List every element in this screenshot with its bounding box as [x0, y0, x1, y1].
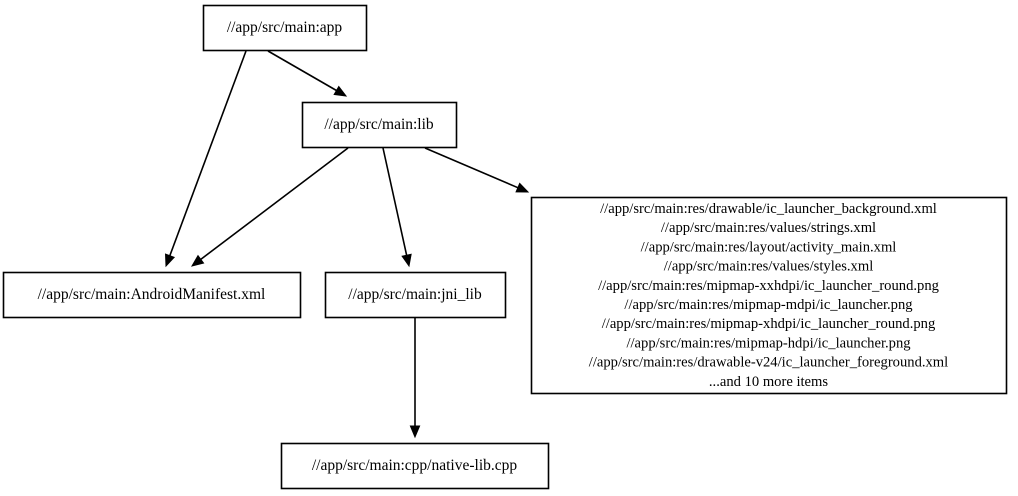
graph-node-manifest[interactable]: //app/src/main:AndroidManifest.xml — [2, 271, 302, 319]
graph-node-resource-line: //app/src/main:res/mipmap-mdpi/ic_launch… — [624, 297, 913, 313]
graph-node-jni_lib[interactable]: //app/src/main:jni_lib — [324, 271, 507, 319]
graph-node-resource-line: //app/src/main:res/values/styles.xml — [664, 259, 874, 275]
graph-edge-lib-to-resources — [424, 147, 530, 193]
graph-node-resource-line: ...and 10 more items — [709, 374, 828, 390]
graph-edge-jni_lib-to-native_lib — [409, 318, 421, 439]
graph-node-resource-line: //app/src/main:res/drawable-v24/ic_launc… — [589, 355, 948, 371]
graph-node-label: //app/src/main:cpp/native-lib.cpp — [312, 457, 518, 474]
graph-node-label: //app/src/main:app — [227, 19, 343, 36]
edges-layer — [164, 50, 530, 439]
graph-node-lib[interactable]: //app/src/main:lib — [301, 101, 458, 149]
graph-edge-lib-to-jni_lib — [382, 147, 412, 268]
graph-node-resource-line: //app/src/main:res/values/strings.xml — [661, 220, 876, 236]
graph-node-label: //app/src/main:jni_lib — [348, 286, 482, 303]
graph-node-resources[interactable]: //app/src/main:res/drawable/ic_launcher_… — [530, 196, 1008, 395]
graph-node-resource-line: //app/src/main:res/mipmap-xxhdpi/ic_laun… — [598, 278, 940, 294]
graph-node-app[interactable]: //app/src/main:app — [202, 4, 368, 52]
graph-node-label: //app/src/main:lib — [324, 116, 434, 133]
graph-edge-lib-to-manifest — [190, 147, 349, 267]
graph-node-resource-line: //app/src/main:res/drawable/ic_launcher_… — [600, 201, 937, 217]
graph-node-resource-line: //app/src/main:res/mipmap-hdpi/ic_launch… — [626, 335, 911, 351]
graph-node-native_lib[interactable]: //app/src/main:cpp/native-lib.cpp — [280, 442, 550, 490]
graph-node-resource-line: //app/src/main:res/mipmap-xhdpi/ic_launc… — [602, 316, 936, 332]
graph-edge-app-to-manifest — [164, 50, 247, 268]
graph-node-label: //app/src/main:AndroidManifest.xml — [38, 286, 266, 303]
graph-edge-app-to-lib — [267, 50, 348, 97]
nodes-layer: //app/src/main:app //app/src/main:lib //ap… — [2, 4, 1008, 490]
graph-node-resource-line: //app/src/main:res/layout/activity_main.… — [641, 239, 897, 255]
